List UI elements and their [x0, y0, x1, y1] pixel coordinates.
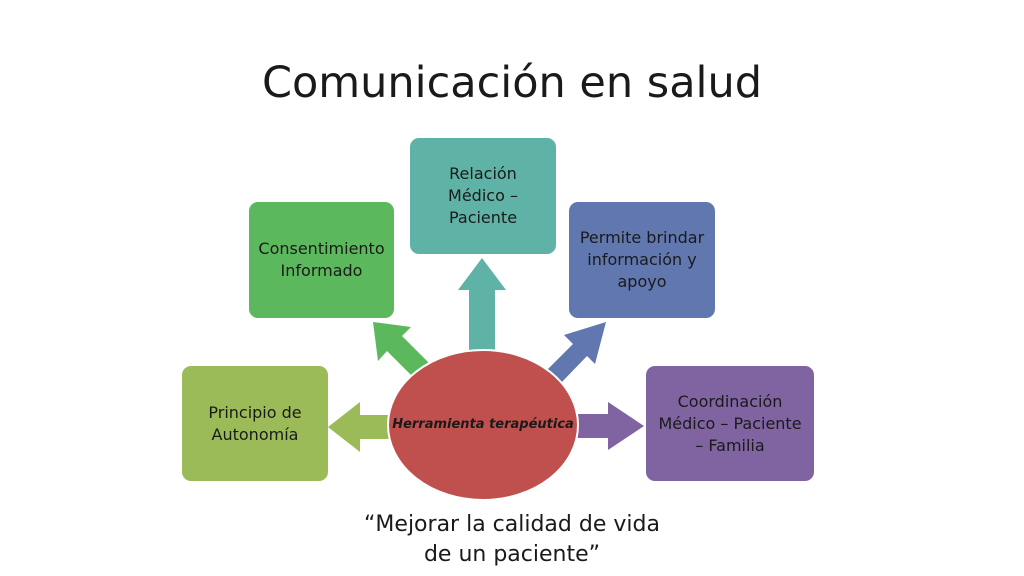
node-consentimiento-informado: Consentimiento Informado: [249, 202, 394, 318]
node-label: Relación Médico – Paciente: [448, 164, 518, 227]
slide-title: Comunicación en salud: [261, 58, 763, 108]
quote-text: “Mejorar la calidad de vida de un pacien…: [364, 512, 660, 567]
arrow-to-relacion: [458, 258, 506, 352]
arrow-to-consentimiento: [373, 322, 430, 379]
node-principio-autonomia: Principio de Autonomía: [182, 366, 328, 481]
node-label: Principio de Autonomía: [208, 402, 302, 444]
node-brindar-informacion: Permite brindar información y apoyo: [569, 202, 715, 318]
center-ellipse: [387, 349, 579, 501]
arrow-to-informacion: [545, 322, 606, 385]
node-relacion-medico-paciente: Relación Médico – Paciente: [410, 138, 556, 254]
arrow-to-coordinacion: [570, 402, 644, 450]
node-label: Permite brindar información y apoyo: [579, 228, 705, 291]
node-label: Coordinación Médico – Paciente – Familia: [658, 391, 802, 455]
node-label: Consentimiento Informado: [258, 239, 385, 280]
center-label: Herramienta terapéutica: [392, 417, 574, 432]
arrow-to-autonomia: [328, 402, 395, 452]
node-coordinacion: Coordinación Médico – Paciente – Familia: [646, 366, 814, 481]
